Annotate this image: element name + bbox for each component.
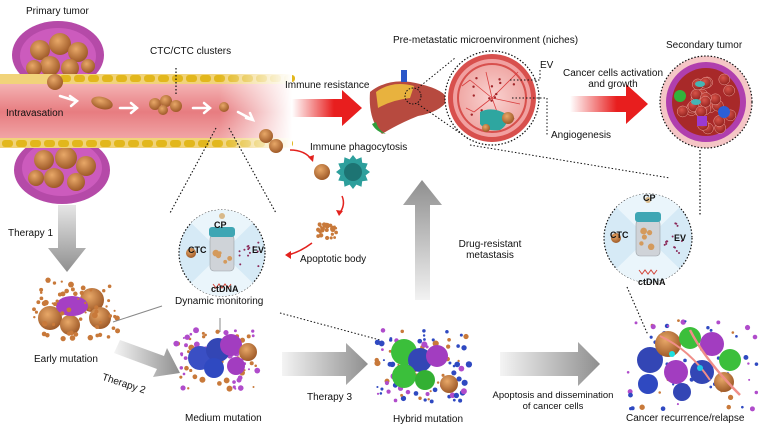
drug-resistant-line2: metastasis <box>466 250 514 261</box>
apoptotic-body-label: Apoptotic body <box>300 254 367 265</box>
drug-resistant-arrow <box>403 180 442 300</box>
primary-tumor-label: Primary tumor <box>26 6 89 17</box>
macrophage-icon <box>336 155 370 189</box>
apoptosis-line1: Apoptosis and dissemination <box>492 390 614 401</box>
immune-resistance-arrow <box>292 90 362 126</box>
early-mutation-label: Early mutation <box>34 354 98 365</box>
immune-phagocytosis-group <box>285 149 370 259</box>
ctc-cells <box>47 74 283 153</box>
therapy2-arrow <box>114 340 180 377</box>
early-mutation-cluster <box>32 277 121 342</box>
mon1-ev-label: EV <box>252 245 265 255</box>
medium-mutation-label: Medium mutation <box>185 413 262 424</box>
apoptosis-dissemination-label: Apoptosis and dissemination of cancer ce… <box>478 390 628 412</box>
monitoring-zoom-lines-1 <box>169 127 277 214</box>
activation-label-line2: and growth <box>588 79 638 90</box>
mon2-cp-label: CP <box>643 193 656 203</box>
ctc-clusters-label: CTC/CTC clusters <box>150 46 232 57</box>
monitoring-panel-2 <box>603 193 693 283</box>
primary-tumor-top <box>12 21 104 89</box>
therapy3-arrow <box>282 343 368 385</box>
recurrence-label: Cancer recurrence/relapse <box>626 413 745 424</box>
mon2-ev-label: EV <box>674 233 687 243</box>
monitoring-zoom-lines-2 <box>626 286 649 336</box>
primary-tumor-bottom <box>14 136 110 204</box>
niche-ev-label: EV <box>540 60 554 71</box>
mon1-ctdna-label: ctDNA <box>211 284 239 294</box>
pre-metastatic-niche <box>444 50 540 146</box>
dissemination-arrow <box>500 342 600 386</box>
drug-resistant-line1: Drug-resistant <box>458 239 522 250</box>
niche-leader-lines <box>510 70 548 136</box>
immune-phagocytosis-label: Immune phagocytosis <box>310 142 408 153</box>
monitoring-panel-1 <box>178 209 266 297</box>
drug-resistant-label: Drug-resistant metastasis <box>440 239 540 261</box>
activation-label-line1: Cancer cells activation <box>562 68 664 79</box>
hybrid-mutation-cluster <box>374 328 473 404</box>
mon2-ctc-label: CTC <box>610 230 629 240</box>
monitoring-connectors <box>112 305 381 341</box>
therapy1-label: Therapy 1 <box>8 228 54 239</box>
mon1-cp-label: CP <box>214 220 227 230</box>
activation-label: Cancer cells activation and growth <box>553 68 673 90</box>
secondary-tumor <box>659 55 753 149</box>
recurrence-cluster <box>626 319 759 412</box>
mon2-ctdna-label: ctDNA <box>638 277 666 287</box>
intravasation-label: Intravasation <box>6 108 64 119</box>
mon1-ctc-label: CTC <box>188 245 207 255</box>
therapy3-label: Therapy 3 <box>307 392 353 403</box>
therapy1-arrow <box>48 205 86 272</box>
apoptosis-line2: of cancer cells <box>522 401 584 412</box>
secondary-tumor-label: Secondary tumor <box>666 40 743 51</box>
medium-mutation-cluster <box>173 327 261 392</box>
liver-icon <box>369 70 448 134</box>
angiogenesis-label: Angiogenesis <box>551 130 612 141</box>
hybrid-mutation-label: Hybrid mutation <box>393 414 464 425</box>
activation-arrow <box>570 84 648 124</box>
flow-arrows <box>58 94 256 122</box>
immune-resistance-label: Immune resistance <box>285 80 370 91</box>
pre-metastatic-label: Pre-metastatic microenvironment (niches) <box>393 35 579 46</box>
dynamic-monitoring-label: Dynamic monitoring <box>175 296 264 307</box>
